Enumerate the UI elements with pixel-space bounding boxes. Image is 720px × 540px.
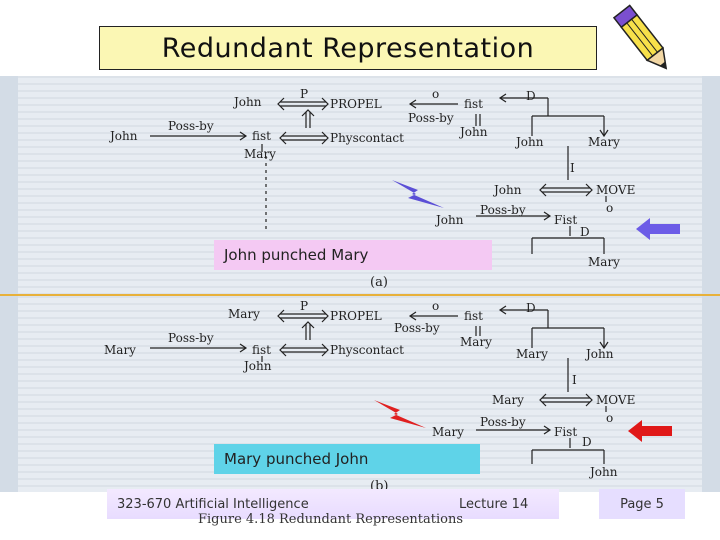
diagram-b-move-o: o bbox=[606, 411, 613, 425]
diagram-b-p: P bbox=[300, 299, 308, 313]
footer-page-box: Page 5 bbox=[599, 489, 685, 519]
diagram-b-recipient-mid: John bbox=[242, 359, 272, 373]
diagram-b-possby-bottom: Poss-by bbox=[480, 415, 526, 429]
diagram-b-fist-top: fist bbox=[464, 309, 483, 323]
diagram-a-d: D bbox=[526, 89, 536, 103]
diagram-b-agent: Mary bbox=[228, 307, 260, 321]
diagram-a-move: MOVE bbox=[596, 183, 635, 197]
diagram-b-agent-left: Mary bbox=[104, 343, 136, 357]
diagram-b-d-to: John bbox=[584, 347, 614, 361]
diagram-a-i: I bbox=[570, 161, 575, 175]
diagram-b-propel: PROPEL bbox=[330, 309, 382, 323]
diagram-a-agent-possessor: John bbox=[458, 125, 488, 139]
diagram-a-fist-top: fist bbox=[464, 97, 483, 111]
pencil-icon bbox=[612, 4, 668, 70]
diagram-b-fist-mid: fist bbox=[252, 343, 271, 357]
diagram-b-fist-bottom: Fist bbox=[554, 425, 577, 439]
diagram-b-d-from: Mary bbox=[516, 347, 548, 361]
diagram-b-panel-label: (b) bbox=[370, 479, 388, 492]
diagram-a-d-to: Mary bbox=[588, 135, 620, 149]
caption-john-punched-mary: John punched Mary bbox=[214, 240, 492, 270]
diagram-a-fist-mid: fist bbox=[252, 129, 271, 143]
diagram-b-possessor-bottom: Mary bbox=[432, 425, 464, 439]
diagram-a-o: o bbox=[432, 87, 439, 101]
diagram-a-propel: PROPEL bbox=[330, 97, 382, 111]
diagram-b-o: o bbox=[432, 299, 439, 313]
diagram-a-d-from: John bbox=[514, 135, 544, 149]
slide-title: Redundant Representation bbox=[161, 32, 535, 64]
diagram-a-d-bottom: D bbox=[580, 225, 590, 239]
left-arrow-icon bbox=[628, 420, 672, 442]
diagram-b-d-bottom: D bbox=[582, 435, 592, 449]
diagram-a-recipient-bottom: Mary bbox=[588, 255, 620, 269]
scan-panel-b: Mary P PROPEL o fist D Poss-by Mary Poss… bbox=[0, 296, 720, 492]
slide-title-box: Redundant Representation bbox=[99, 26, 597, 70]
figure-caption: Figure 4.18 Redundant Representations bbox=[198, 512, 464, 527]
left-arrow-icon bbox=[636, 218, 680, 240]
cd-diagram-a: John P PROPEL o fist D Poss-by John Poss… bbox=[108, 87, 635, 290]
diagram-b-possby-left: Poss-by bbox=[168, 331, 214, 345]
diagram-a-possby-top: Poss-by bbox=[408, 111, 454, 125]
lightning-bolt-icon bbox=[374, 400, 426, 428]
diagram-a-move-o: o bbox=[606, 201, 613, 215]
diagram-a-possby-bottom: Poss-by bbox=[480, 203, 526, 217]
diagram-b-move-agent: Mary bbox=[492, 393, 524, 407]
diagram-a-physcontact: Physcontact bbox=[330, 131, 404, 145]
diagram-b-move: MOVE bbox=[596, 393, 635, 407]
diagram-a-possessor-bottom: John bbox=[434, 213, 464, 227]
footer-course: 323-670 Artificial Intelligence bbox=[117, 496, 309, 512]
footer-lecture: Lecture 14 bbox=[459, 496, 529, 512]
caption-mary-punched-john: Mary punched John bbox=[214, 444, 480, 474]
diagram-b-physcontact: Physcontact bbox=[330, 343, 404, 357]
footer-page: Page 5 bbox=[620, 496, 664, 512]
diagram-b-recipient-bottom: John bbox=[588, 465, 618, 479]
diagram-b-agent-possessor: Mary bbox=[460, 335, 492, 349]
diagram-b-i: I bbox=[572, 373, 577, 387]
footer-course-bar: 323-670 Artificial Intelligence Lecture … bbox=[107, 489, 559, 519]
diagram-a-fist-bottom: Fist bbox=[554, 213, 577, 227]
lightning-bolt-icon bbox=[392, 180, 444, 208]
diagram-a-panel-label: (a) bbox=[370, 275, 388, 290]
cd-diagram-b: Mary P PROPEL o fist D Poss-by Mary Poss… bbox=[104, 299, 635, 492]
diagram-a-p: P bbox=[300, 87, 308, 101]
diagram-a-recipient-mid: Mary bbox=[244, 147, 276, 161]
diagram-b-d: D bbox=[526, 301, 536, 315]
diagram-a-move-agent: John bbox=[492, 183, 522, 197]
diagram-a-agent: John bbox=[232, 95, 262, 109]
diagram-a-agent-left: John bbox=[108, 129, 138, 143]
diagram-b-possby-top: Poss-by bbox=[394, 321, 440, 335]
diagram-a-possby-left: Poss-by bbox=[168, 119, 214, 133]
